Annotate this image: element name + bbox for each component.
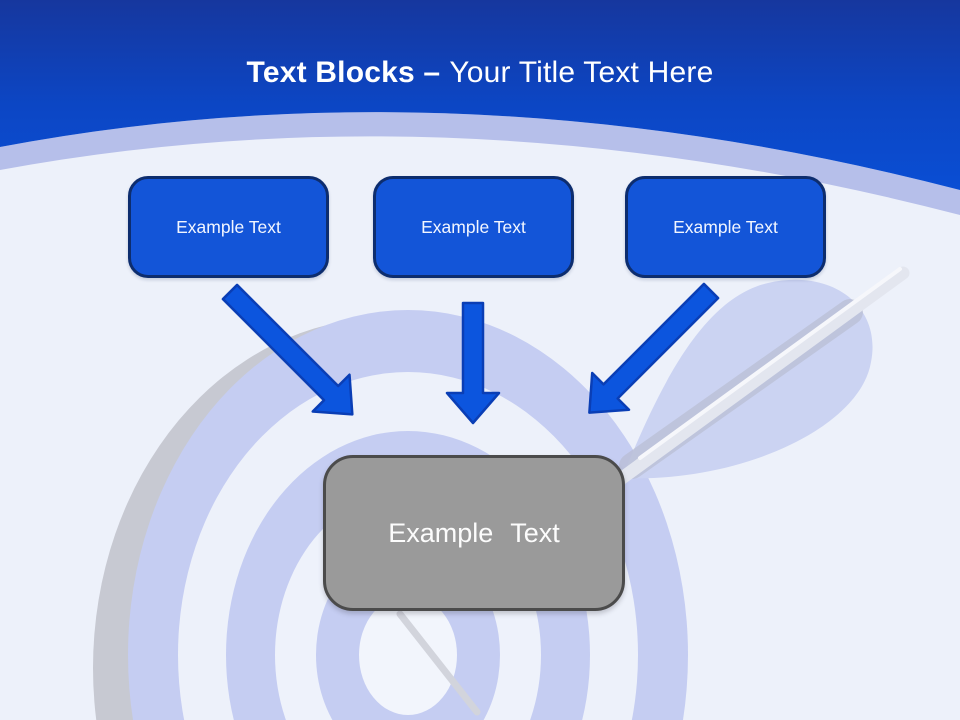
- text-block-1-label: Example Text: [176, 216, 281, 237]
- header-band: [0, 112, 960, 215]
- text-block-2[interactable]: Example Text: [373, 176, 574, 278]
- text-block-2-label: Example Text: [421, 216, 526, 237]
- result-block-label: Example Text: [388, 517, 560, 548]
- slide-title-emphasis: Text Blocks –: [246, 56, 441, 89]
- header-curve-graphic: [0, 0, 960, 215]
- header-gradient: [0, 0, 960, 190]
- text-block-1[interactable]: Example Text: [128, 176, 329, 278]
- dart-shaft-highlight: [638, 267, 902, 460]
- result-block[interactable]: Example Text: [323, 455, 625, 611]
- text-block-3-label: Example Text: [673, 216, 778, 237]
- slide-title[interactable]: Text Blocks –Your Title Text Here: [0, 52, 960, 94]
- slide-title-rest: Your Title Text Here: [449, 56, 714, 89]
- dart-shadow-line: [396, 610, 481, 716]
- dart-shaft: [611, 266, 910, 488]
- dart-graphic: [611, 266, 910, 488]
- text-block-3[interactable]: Example Text: [625, 176, 826, 278]
